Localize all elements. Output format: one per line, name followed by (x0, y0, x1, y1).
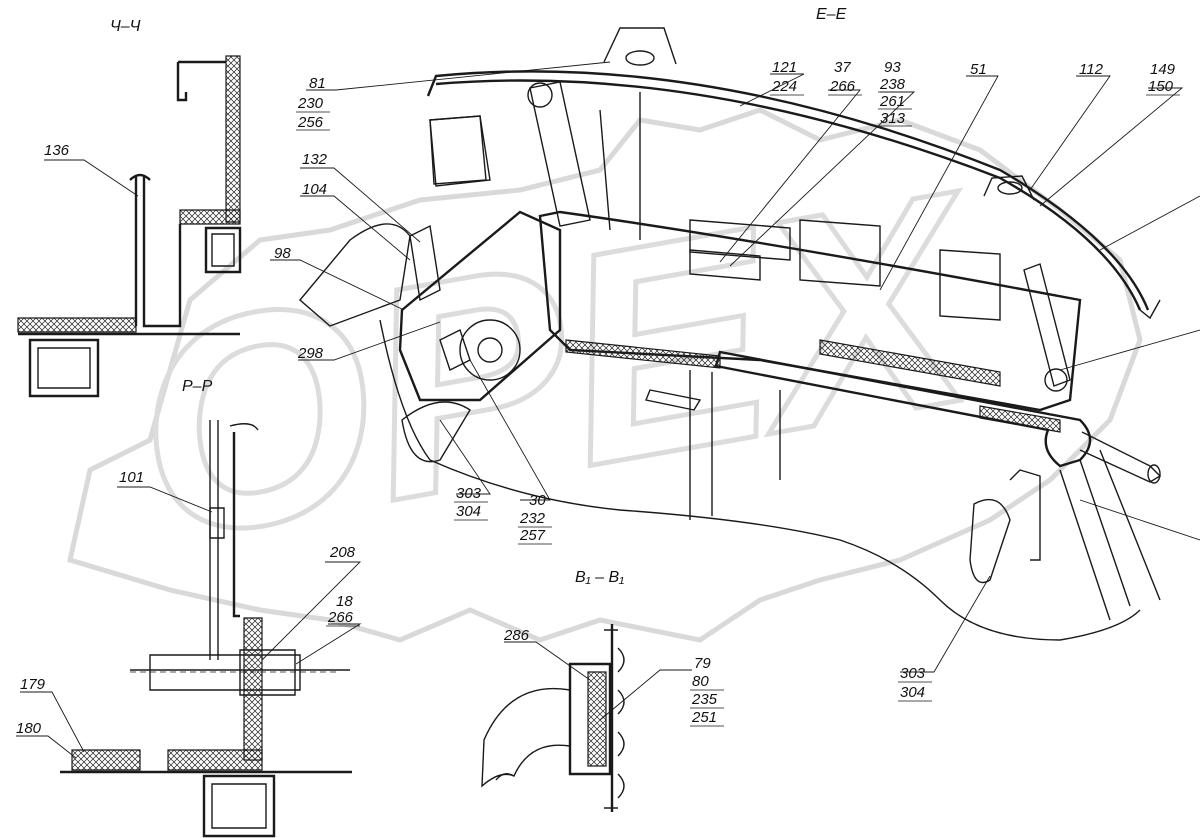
leader-112 (1029, 75, 1111, 191)
callout-256: 256 (297, 114, 324, 131)
leader-37-266 (719, 89, 861, 263)
leader-18-266 (295, 623, 362, 665)
callout-98: 98 (274, 245, 291, 262)
leader-303-304-a (439, 419, 491, 495)
callout-251: 251 (691, 709, 717, 726)
section-e-e-view: Е–Е (270, 6, 1200, 701)
leader-180 (16, 735, 77, 759)
callout-79: 79 (694, 655, 711, 672)
section-e-e-title: Е–Е (816, 6, 847, 23)
callout-80: 80 (692, 673, 709, 690)
callout-101: 101 (119, 469, 144, 486)
section-ch-ch-view: Ч–Ч 136 (17, 18, 242, 398)
leader-132 (300, 167, 421, 243)
callout-257: 257 (519, 527, 546, 544)
callout-224: 224 (771, 78, 797, 95)
callout-51: 51 (970, 61, 987, 78)
watermark-text: ОРЕХ (111, 126, 1006, 604)
leader-298 (298, 321, 441, 361)
callout-304-b: 304 (900, 684, 925, 701)
leader-149-150 (1039, 87, 1184, 207)
callout-303-b: 303 (900, 665, 926, 682)
callout-136: 136 (44, 142, 70, 159)
callout-93: 93 (884, 59, 901, 76)
callout-179: 179 (20, 676, 46, 693)
leader-right-1 (1099, 195, 1200, 251)
callout-313: 313 (880, 110, 906, 127)
leader-81 (306, 61, 611, 91)
callout-304-a: 304 (456, 503, 481, 520)
callout-238: 238 (879, 76, 906, 93)
section-b1-b1-title: В₁ – В₁ (575, 569, 624, 586)
leader-51 (879, 75, 999, 291)
callout-261: 261 (879, 93, 905, 110)
leader-30 (469, 359, 551, 501)
callout-18: 18 (336, 593, 353, 610)
leader-208 (261, 561, 362, 661)
callout-266-e: 266 (829, 78, 856, 95)
callout-132: 132 (302, 151, 328, 168)
section-b1-b1-view: В₁ – В₁ 286 79 80 235 251 (481, 569, 718, 812)
section-r-r-view: Р–Р 101 208 18 266 179 180 (16, 378, 362, 838)
callout-298: 298 (297, 345, 324, 362)
leader-121-224 (739, 73, 805, 107)
leader-286 (504, 641, 591, 681)
leader-98 (270, 259, 405, 311)
callout-112: 112 (1079, 61, 1104, 78)
callout-104: 104 (302, 181, 327, 198)
leader-79 (599, 669, 692, 721)
callout-230: 230 (297, 95, 324, 112)
leader-303-304-b (900, 575, 991, 673)
section-r-r-title: Р–Р (182, 378, 213, 395)
callout-81: 81 (309, 75, 326, 92)
callout-286: 286 (503, 627, 530, 644)
callout-underlines (296, 91, 1180, 727)
section-ch-ch-title: Ч–Ч (110, 18, 141, 35)
leader-179 (20, 691, 85, 753)
callout-37: 37 (834, 59, 851, 76)
leader-right-3 (1079, 499, 1200, 541)
callout-266-r: 266 (327, 609, 354, 626)
callout-150: 150 (1148, 78, 1174, 95)
leader-104 (300, 195, 411, 261)
callout-30: 30 (529, 492, 546, 509)
leader-101 (117, 486, 213, 513)
callout-208: 208 (329, 544, 356, 561)
callout-303-a: 303 (456, 485, 482, 502)
leader-right-2 (1059, 329, 1200, 371)
leader-136 (44, 159, 139, 197)
callout-180: 180 (16, 720, 42, 737)
callout-232: 232 (519, 510, 546, 527)
callout-121: 121 (772, 59, 797, 76)
callout-235: 235 (691, 691, 718, 708)
callout-149: 149 (1150, 61, 1176, 78)
